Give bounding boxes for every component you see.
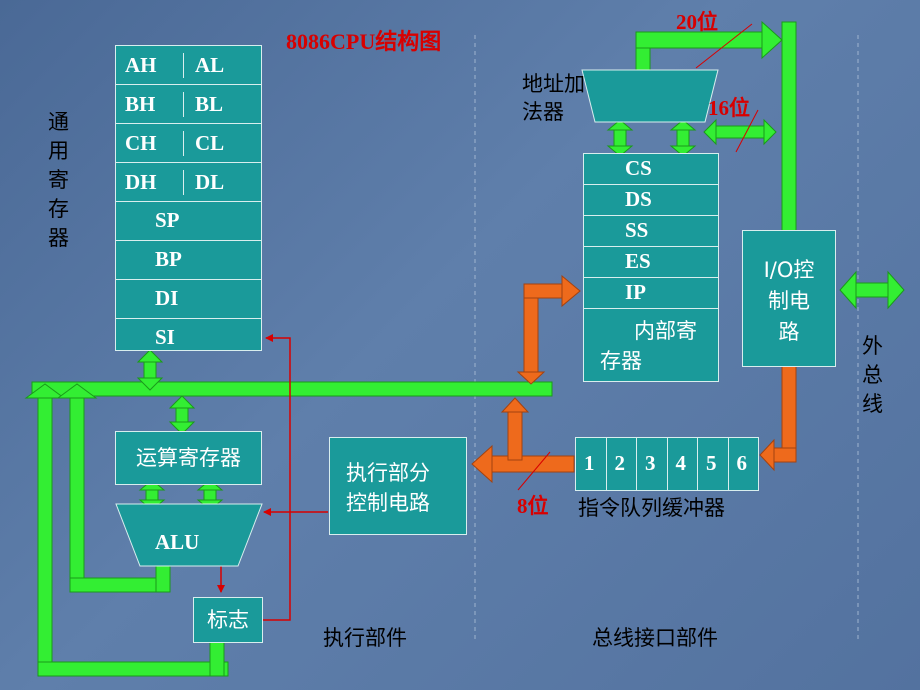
general-register-block — [115, 45, 262, 351]
segment-register-block — [583, 153, 719, 382]
bit-width-ticks — [517, 23, 759, 491]
register-sp: SP — [155, 208, 180, 232]
queue-cell-divider — [636, 437, 637, 491]
alu-shape — [115, 503, 263, 567]
queue-cell: 6 — [736, 451, 748, 475]
queue-cell-divider — [697, 437, 698, 491]
register-pair-divider — [183, 92, 184, 117]
register-es: ES — [625, 249, 651, 273]
queue-cell: 3 — [645, 451, 656, 475]
general-register-label: 通用寄存器 — [48, 110, 69, 250]
address-adder-shape — [581, 69, 719, 123]
alu-label: ALU — [155, 530, 200, 554]
external-bus-label: 外总线 — [862, 334, 883, 416]
io-control-circuit: I/O控制电路 — [742, 230, 836, 367]
instruction-path — [471, 274, 797, 484]
bit-label-16: 16位 — [708, 96, 750, 120]
segment-row-divider — [583, 277, 719, 278]
control-lines — [217, 334, 328, 621]
register-ip: IP — [625, 280, 646, 304]
register-row-divider — [115, 162, 262, 163]
bit-label-20: 20位 — [676, 10, 718, 34]
diagram-title: 8086CPU结构图 — [286, 29, 442, 54]
register-ch: CH — [125, 131, 157, 155]
instruction-queue-label: 指令队列缓冲器 — [578, 496, 725, 520]
biu-section-label: 总线接口部件 — [592, 626, 718, 650]
queue-cell-divider — [666, 437, 668, 491]
register-bp: BP — [155, 247, 182, 271]
internal-registers-label: 内部寄存器 — [600, 319, 697, 373]
eu-control-circuit: 执行部分控制电路 — [329, 437, 467, 535]
register-pair-divider — [183, 170, 184, 195]
register-row-divider — [115, 84, 262, 85]
register-al: AL — [195, 53, 225, 77]
queue-cell: 5 — [706, 451, 717, 475]
segment-row-divider — [583, 184, 719, 185]
internal-data-bus — [24, 20, 905, 677]
register-row-divider — [115, 240, 262, 241]
queue-cell: 1 — [584, 451, 595, 475]
segment-row-divider — [583, 246, 719, 247]
segment-row-divider — [583, 308, 719, 309]
bit-label-8: 8位 — [517, 494, 549, 518]
register-row-divider — [115, 123, 262, 124]
register-pair-divider — [183, 53, 184, 78]
register-ds: DS — [625, 187, 652, 211]
register-dh: DH — [125, 170, 157, 194]
alu-register: 运算寄存器 — [115, 431, 262, 485]
address-adder-label: 地址加法器 — [522, 72, 585, 124]
register-cs: CS — [625, 156, 652, 180]
register-dl: DL — [195, 170, 225, 194]
register-row-divider — [115, 318, 262, 319]
register-di: DI — [155, 286, 179, 310]
register-cl: CL — [195, 131, 225, 155]
segment-row-divider — [583, 215, 719, 216]
register-si: SI — [155, 325, 175, 349]
register-pair-divider — [183, 131, 184, 156]
register-row-divider — [115, 201, 262, 202]
eu-section-label: 执行部件 — [323, 626, 407, 650]
register-bl: BL — [195, 92, 224, 116]
register-ss: SS — [625, 218, 649, 242]
queue-cell: 2 — [614, 451, 626, 475]
register-row-divider — [115, 279, 262, 280]
queue-cell: 4 — [675, 451, 687, 475]
flags-register: 标志 — [193, 597, 263, 643]
queue-cell-divider — [727, 437, 729, 491]
queue-cell-divider — [605, 437, 607, 491]
register-bh: BH — [125, 92, 156, 116]
register-ah: AH — [125, 53, 157, 77]
